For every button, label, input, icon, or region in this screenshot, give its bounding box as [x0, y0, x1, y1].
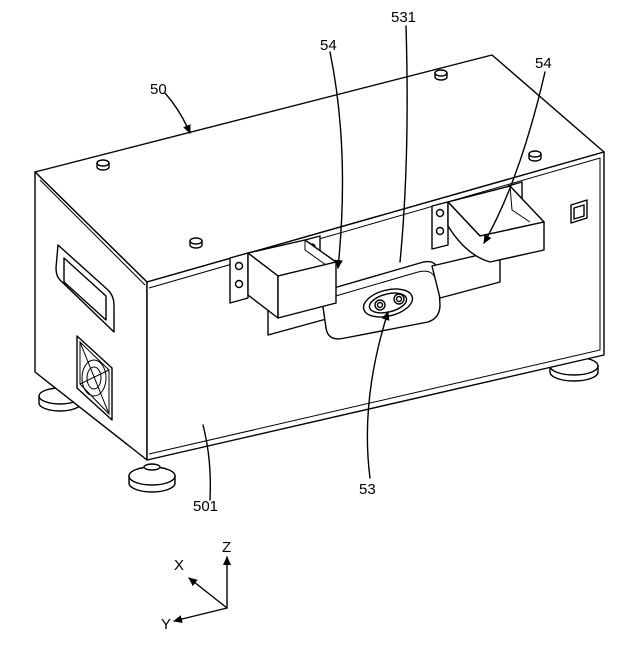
axis-x-arrow	[189, 578, 227, 608]
axis-y-arrow	[174, 608, 227, 621]
axis-x-label: X	[174, 557, 184, 574]
label-front-panel: 501	[193, 498, 218, 515]
label-handle-left: 54	[320, 37, 337, 54]
label-handle-right: 54	[535, 55, 552, 72]
label-connector: 53	[359, 481, 376, 498]
coordinate-axes: Z X Y	[161, 539, 231, 633]
label-device: 50	[150, 81, 167, 98]
label-connector-body: 531	[391, 9, 416, 26]
axis-z-label: Z	[222, 539, 231, 556]
foot-front-left	[129, 464, 175, 492]
axis-y-label: Y	[161, 616, 171, 633]
